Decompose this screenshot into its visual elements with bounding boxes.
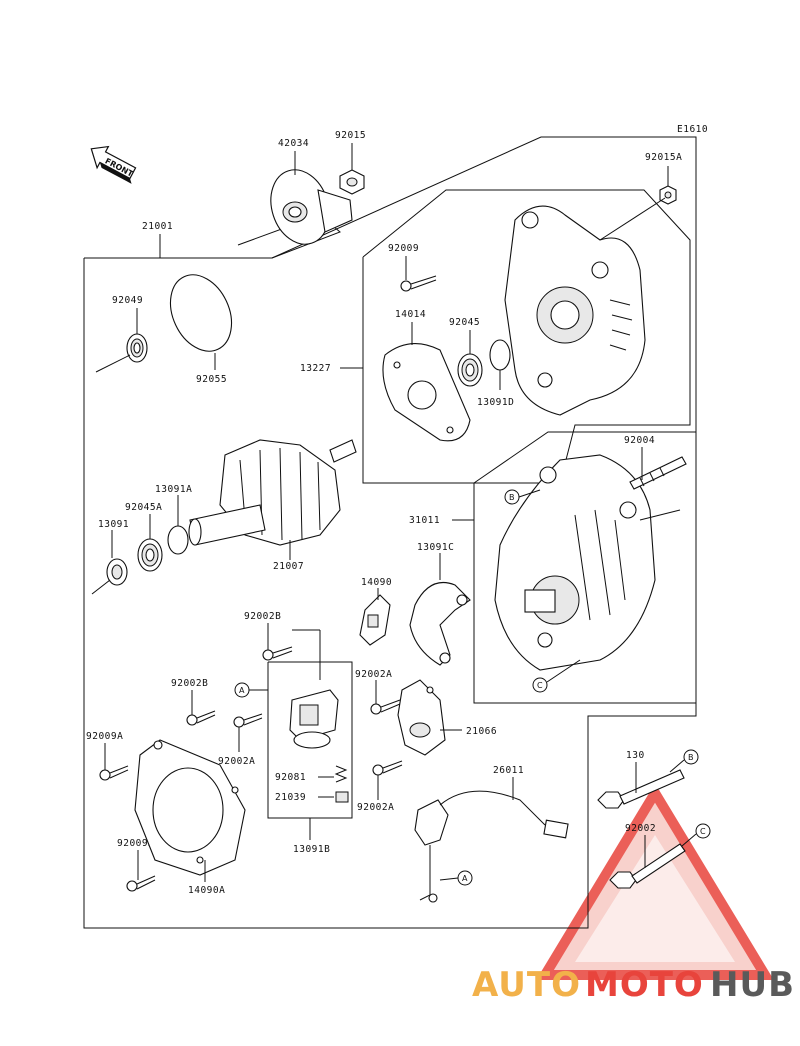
label-31011: 31011 — [409, 515, 440, 526]
spring-part — [334, 765, 348, 783]
screw-92002a-3-part — [372, 760, 403, 776]
callout-c-housing: C — [532, 659, 581, 693]
bearing-92049-part — [126, 333, 148, 363]
label-92009A-1: 92009A — [86, 731, 123, 742]
label-21066: 21066 — [466, 726, 497, 737]
label-92004: 92004 — [624, 435, 655, 446]
label-92002: 92002 — [625, 823, 656, 834]
subframe-13091B — [267, 661, 353, 819]
label-92081: 92081 — [275, 772, 306, 783]
label-92002B-2: 92002B — [171, 678, 208, 689]
label-130: 130 — [626, 750, 645, 761]
callout-c-bolt: C — [681, 823, 711, 847]
svg-text:B: B — [509, 493, 515, 502]
screw-92002b-1-part — [262, 646, 293, 661]
bolt-130-part — [597, 769, 685, 809]
ring-13091a-part — [167, 525, 189, 555]
label-26011: 26011 — [493, 765, 524, 776]
front-housing-part — [504, 205, 646, 416]
callout-b-bolt: B — [669, 749, 699, 773]
main-frame — [83, 136, 697, 929]
bearing-92045-part — [457, 353, 483, 387]
nut-92015a-part — [659, 185, 677, 205]
label-13227: 13227 — [300, 363, 331, 374]
ring-13091d-part — [489, 339, 511, 371]
bearing-92045a-part — [137, 538, 163, 572]
svg-text:A: A — [239, 686, 245, 695]
callout-a-left: A — [234, 680, 269, 740]
brush-part — [335, 791, 349, 803]
label-13091: 13091 — [98, 519, 129, 530]
rear-housing-part — [494, 454, 656, 671]
pulley-part — [270, 169, 353, 245]
label-92055: 92055 — [196, 374, 227, 385]
label-42034: 42034 — [278, 138, 309, 149]
label-21001: 21001 — [142, 221, 173, 232]
screw-92009-part — [400, 275, 437, 292]
svg-text:C: C — [700, 827, 706, 836]
cover-13091c-part — [409, 581, 471, 666]
svg-text:B: B — [688, 753, 694, 762]
subframe-13227 — [362, 189, 691, 484]
rear-cover-part — [134, 739, 246, 876]
screw-92002a-2-part — [370, 699, 401, 715]
plate-14014-part — [382, 343, 471, 442]
regulator-part — [397, 679, 446, 756]
screw-92009a-2-part — [126, 875, 156, 892]
label-92045A: 92045A — [125, 502, 162, 513]
brush-holder-part — [289, 689, 339, 749]
rotor-part — [188, 439, 357, 546]
label-92002A-2: 92002A — [355, 669, 392, 680]
label-21007: 21007 — [273, 561, 304, 572]
svg-text:MOTO: MOTO — [585, 965, 704, 1005]
cap-13091-part — [106, 558, 128, 586]
nut-part — [339, 169, 365, 195]
label-92015: 92015 — [335, 130, 366, 141]
label-92015A: 92015A — [645, 152, 682, 163]
svg-text:HUB: HUB — [710, 965, 795, 1005]
label-21039: 21039 — [275, 792, 306, 803]
label-92002A-3: 92002A — [357, 802, 394, 813]
watermark-text: AUTO MOTO HUB — [472, 965, 795, 1005]
label-13091C: 13091C — [417, 542, 454, 553]
bolt-92002-part — [609, 843, 686, 889]
o-ring-part — [169, 274, 233, 352]
label-92009: 92009 — [388, 243, 419, 254]
label-14014: 14014 — [395, 309, 426, 320]
callout-a-lower: A — [439, 870, 473, 886]
label-92002A-1: 92002A — [218, 756, 255, 767]
label-14090A: 14090A — [188, 885, 225, 896]
label-13091A: 13091A — [155, 484, 192, 495]
diagram-code: E1610 — [677, 124, 708, 135]
label-92009A-2: 92009A — [117, 838, 154, 849]
stud-92004-part — [629, 456, 687, 490]
sensor-26011-part — [414, 790, 569, 903]
screw-92002a-1-part — [233, 713, 263, 728]
front-arrow-icon: FRONT — [90, 145, 137, 184]
label-92049: 92049 — [112, 295, 143, 306]
label-92045: 92045 — [449, 317, 480, 328]
svg-text:AUTO: AUTO — [472, 965, 581, 1005]
label-92002B-1: 92002B — [244, 611, 281, 622]
svg-text:C: C — [537, 681, 543, 690]
watermark-logo — [536, 783, 774, 980]
callout-b-housing: B — [504, 489, 541, 505]
screw-92002b-2-part — [186, 710, 216, 726]
label-13091B: 13091B — [293, 844, 330, 855]
label-14090: 14090 — [361, 577, 392, 588]
subframe-31011 — [473, 431, 697, 704]
bracket-14090-part — [359, 594, 391, 646]
screw-92009a-1-part — [99, 765, 129, 781]
svg-text:A: A — [462, 874, 468, 883]
label-13091D: 13091D — [477, 397, 514, 408]
